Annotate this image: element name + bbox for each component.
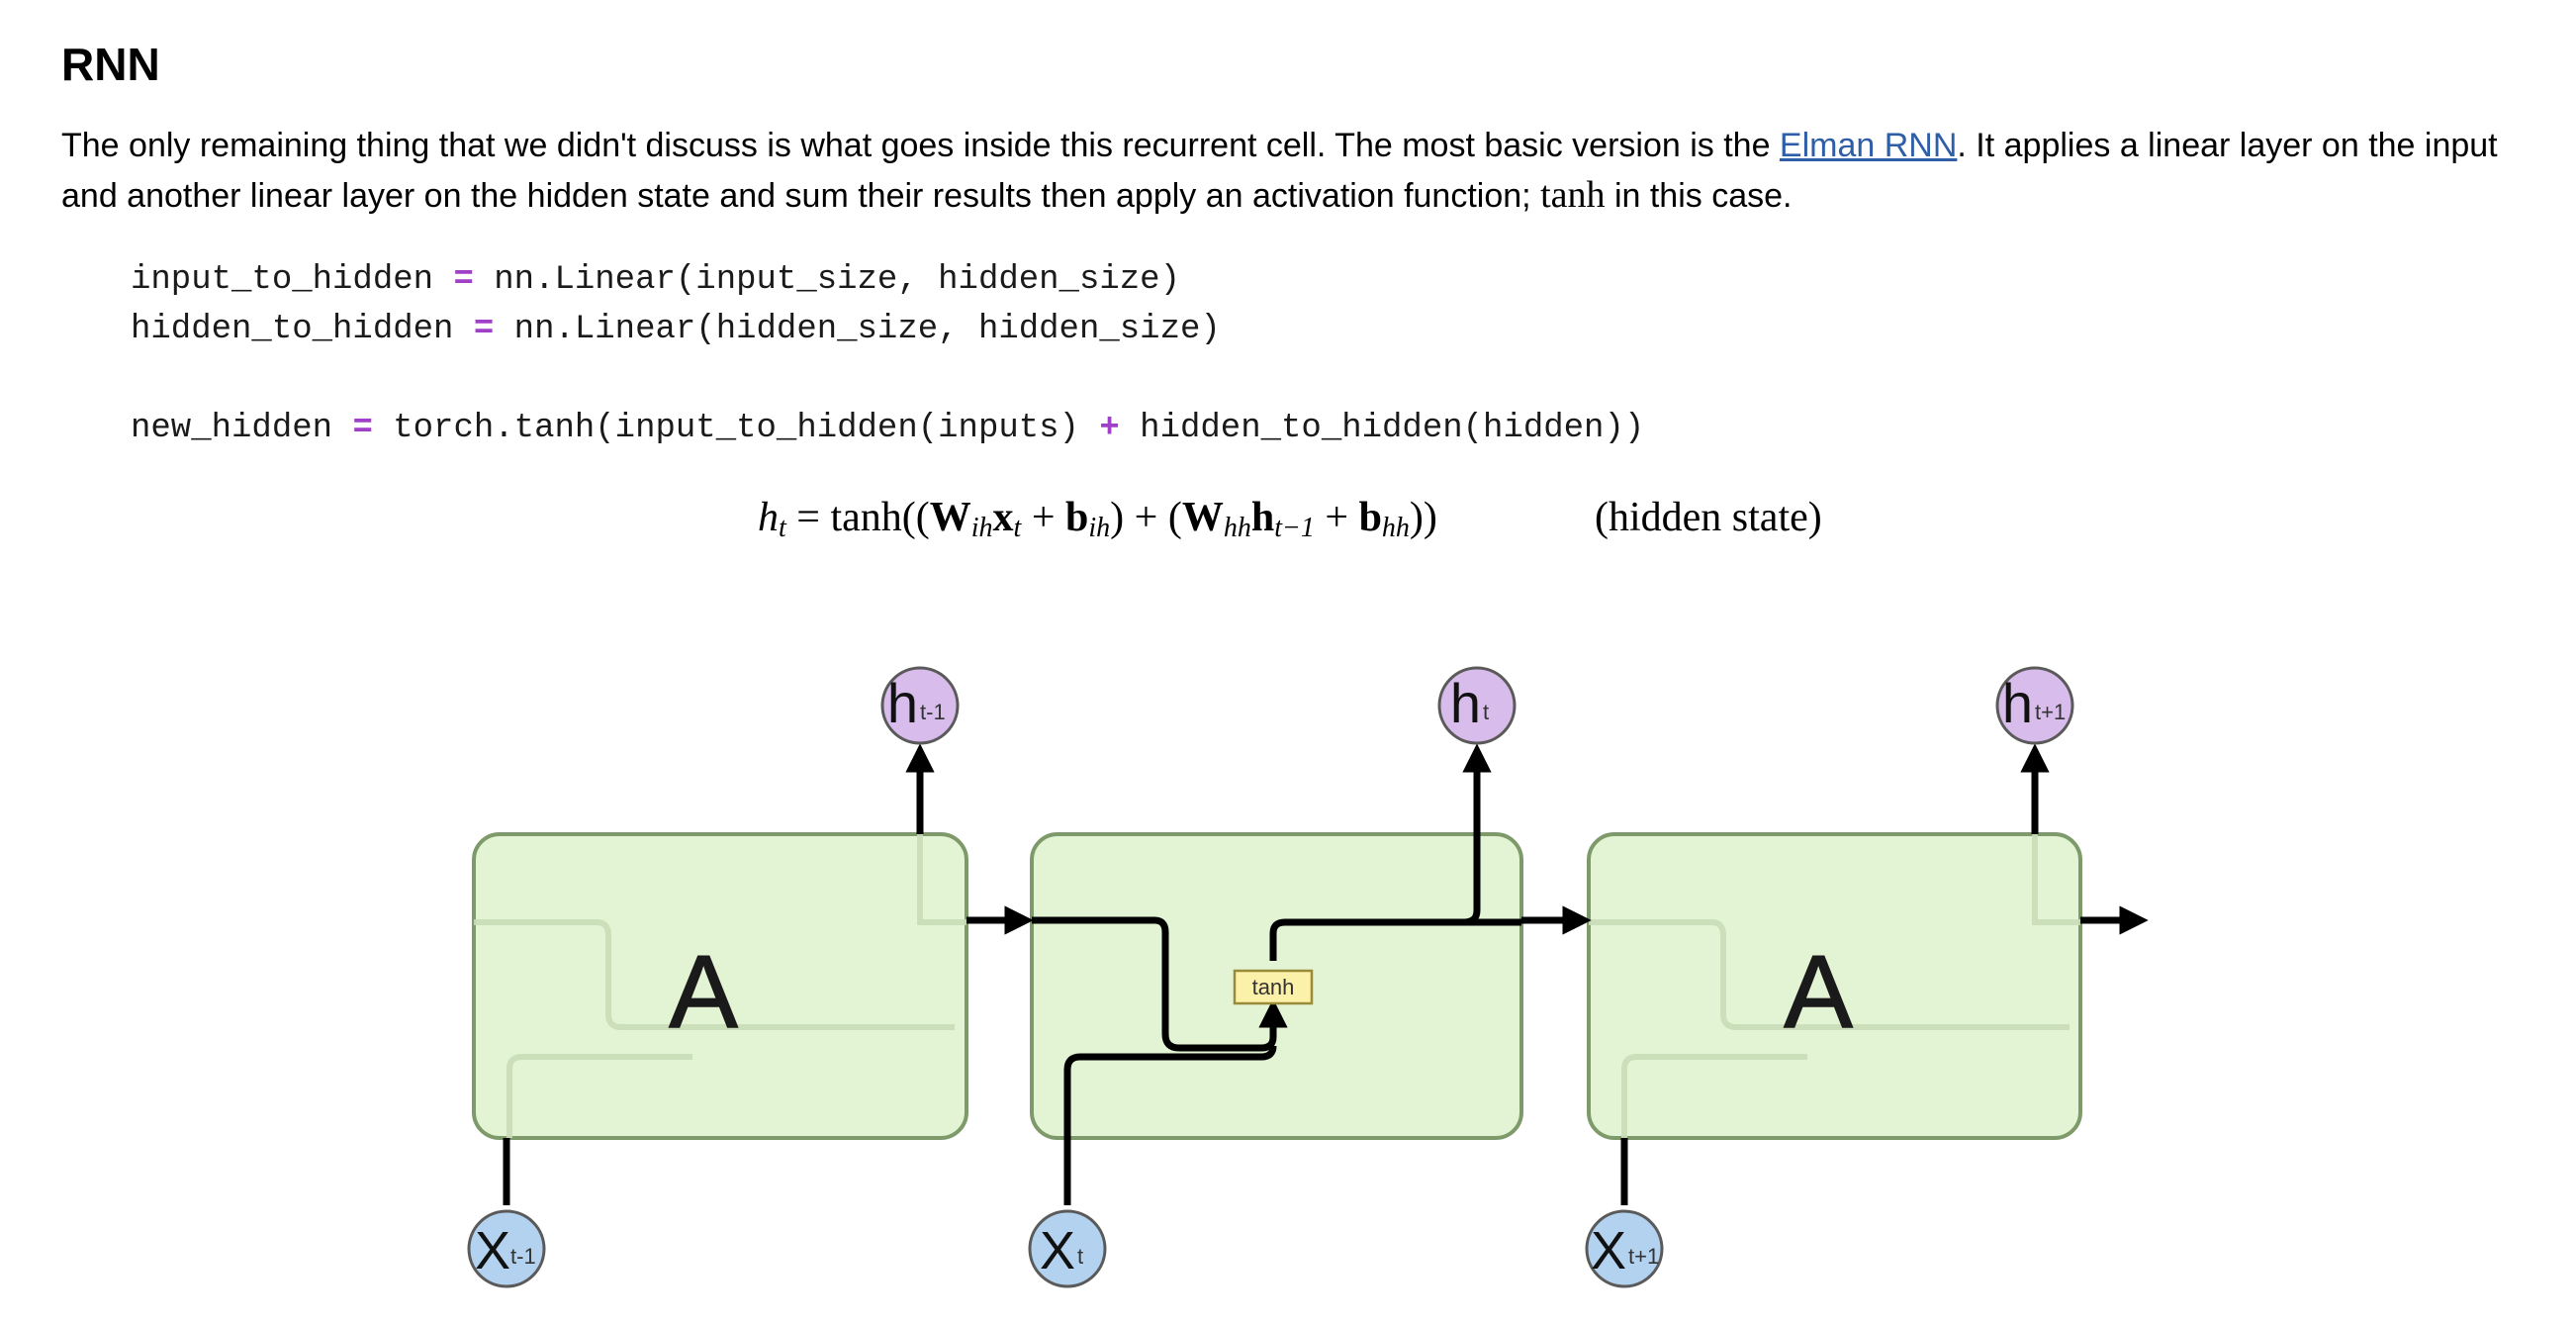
equation-tag: (hidden state) xyxy=(1595,495,1822,540)
rnn-cell-left: A xyxy=(472,832,968,1140)
hidden-node-t-plus-1: h t+1 xyxy=(1995,666,2074,745)
intro-paragraph: The only remaining thing that we didn't … xyxy=(61,121,2525,221)
cell-internal-path xyxy=(2032,834,2080,925)
code-token: hidden_to_hidden(hidden)) xyxy=(1119,410,1645,447)
eq-subscript: ih xyxy=(970,513,993,543)
eq-text: = tanh(( xyxy=(785,495,930,540)
input-node-label: X xyxy=(1591,1221,1626,1280)
cell-internal-path xyxy=(506,1054,692,1138)
cell-label-a: A xyxy=(1784,935,1853,1050)
eq-subscript: t xyxy=(779,513,786,543)
code-operator: = xyxy=(352,410,373,447)
inline-math-tanh: tanh xyxy=(1540,174,1606,216)
code-token: hidden_to_hidden xyxy=(131,311,474,348)
node-base: h xyxy=(1450,672,1481,734)
code-token: nn.Linear(hidden_size, hidden_size) xyxy=(494,311,1221,348)
hidden-node-sub: t xyxy=(1483,700,1489,724)
hidden-in-path xyxy=(1032,916,1288,1052)
input-node-t-minus-1: X t-1 xyxy=(467,1209,546,1288)
cell-label-a: A xyxy=(669,935,738,1050)
code-token: nn.Linear(input_size, hidden_size) xyxy=(473,261,1180,299)
input-node-label: X xyxy=(475,1221,510,1280)
input-node-sub: t xyxy=(1077,1244,1083,1269)
code-line-2: hidden_to_hidden = nn.Linear(hidden_size… xyxy=(131,305,1644,354)
eq-subscript: hh xyxy=(1381,513,1410,543)
eq-text: )) xyxy=(1409,495,1437,540)
node-base: X xyxy=(1040,1221,1075,1280)
hidden-node-circle xyxy=(1437,666,1517,745)
cell-internal-path xyxy=(917,834,966,925)
code-line-1: input_to_hidden = nn.Linear(input_size, … xyxy=(131,255,1644,305)
eq-bias-ih: b xyxy=(1065,495,1089,540)
paragraph-text-2: . It applies a linear layer on the input… xyxy=(61,127,2498,215)
code-blank-line xyxy=(131,354,1644,404)
hidden-node-t: h t xyxy=(1437,666,1517,745)
eq-input-x: x xyxy=(992,495,1014,540)
code-operator: = xyxy=(453,261,474,299)
cell-box xyxy=(472,832,968,1140)
section-heading: RNN xyxy=(61,39,160,90)
cell-internal-path xyxy=(1589,919,2070,1030)
code-token: new_hidden xyxy=(131,410,353,447)
eq-weight-hh: W xyxy=(1181,495,1224,540)
hidden-node-label: h xyxy=(887,672,918,734)
code-operator: + xyxy=(1099,410,1120,447)
tanh-box xyxy=(1233,969,1314,1005)
input-node-label: X xyxy=(1040,1221,1075,1280)
paragraph-text-1: The only remaining thing that we didn't … xyxy=(61,127,1780,164)
rnn-cell-right: A xyxy=(1587,832,2082,1140)
input-node-sub: t+1 xyxy=(1628,1244,1659,1269)
hidden-node-circle xyxy=(1995,666,2074,745)
input-node-t-plus-1: X t+1 xyxy=(1585,1209,1664,1288)
cell-internal-path xyxy=(1621,1054,1807,1138)
eq-weight-ih: W xyxy=(929,495,971,540)
node-base: h xyxy=(887,672,918,734)
code-block: input_to_hidden = nn.Linear(input_size, … xyxy=(131,255,1644,453)
eq-text: + xyxy=(1314,495,1359,540)
code-token: input_to_hidden xyxy=(131,261,454,299)
tanh-out-path xyxy=(1269,918,1521,961)
input-node-t: X t xyxy=(1028,1209,1107,1288)
hidden-node-sub: t+1 xyxy=(2035,700,2066,724)
eq-symbol: h xyxy=(758,495,779,540)
elman-rnn-link[interactable]: Elman RNN xyxy=(1779,127,1958,164)
rnn-cell-middle: tanh xyxy=(1030,832,1523,1203)
hidden-state-equation: ht = tanh((Wihxt + bih) + (Whhht−1 + bhh… xyxy=(758,488,1822,552)
input-node-circle xyxy=(1585,1209,1664,1288)
code-line-3: new_hidden = torch.tanh(input_to_hidden(… xyxy=(131,404,1644,453)
eq-subscript: t xyxy=(1013,513,1022,543)
eq-text: + xyxy=(1021,495,1066,540)
rnn-unrolled-diagram: A tanh A h t-1 h t h t xyxy=(467,666,2149,1288)
tanh-label: tanh xyxy=(1252,975,1295,999)
input-node-circle xyxy=(1028,1209,1107,1288)
eq-subscript: t−1 xyxy=(1274,513,1315,543)
hidden-node-circle xyxy=(880,666,960,745)
hidden-node-sub: t-1 xyxy=(920,700,946,724)
eq-bias-hh: b xyxy=(1358,495,1382,540)
hidden-out-path xyxy=(1463,834,1481,926)
code-operator: = xyxy=(473,311,495,348)
node-base: X xyxy=(475,1221,510,1280)
cell-internal-path xyxy=(474,919,955,1030)
cell-box xyxy=(1587,832,2082,1140)
eq-text: ) + ( xyxy=(1110,495,1182,540)
code-token: torch.tanh(input_to_hidden(inputs) xyxy=(372,410,1100,447)
node-base: X xyxy=(1591,1221,1626,1280)
input-node-circle xyxy=(467,1209,546,1288)
hidden-node-label: h xyxy=(2002,672,2033,734)
input-in-path xyxy=(1063,1045,1277,1203)
hidden-node-label: h xyxy=(1450,672,1481,734)
eq-subscript: hh xyxy=(1223,513,1251,543)
paragraph-text-3: in this case. xyxy=(1605,177,1793,215)
node-base: h xyxy=(2002,672,2033,734)
eq-subscript: ih xyxy=(1088,513,1111,543)
input-node-sub: t-1 xyxy=(510,1244,536,1269)
hidden-node-t-minus-1: h t-1 xyxy=(880,666,960,745)
eq-hidden-prev: h xyxy=(1250,495,1275,540)
